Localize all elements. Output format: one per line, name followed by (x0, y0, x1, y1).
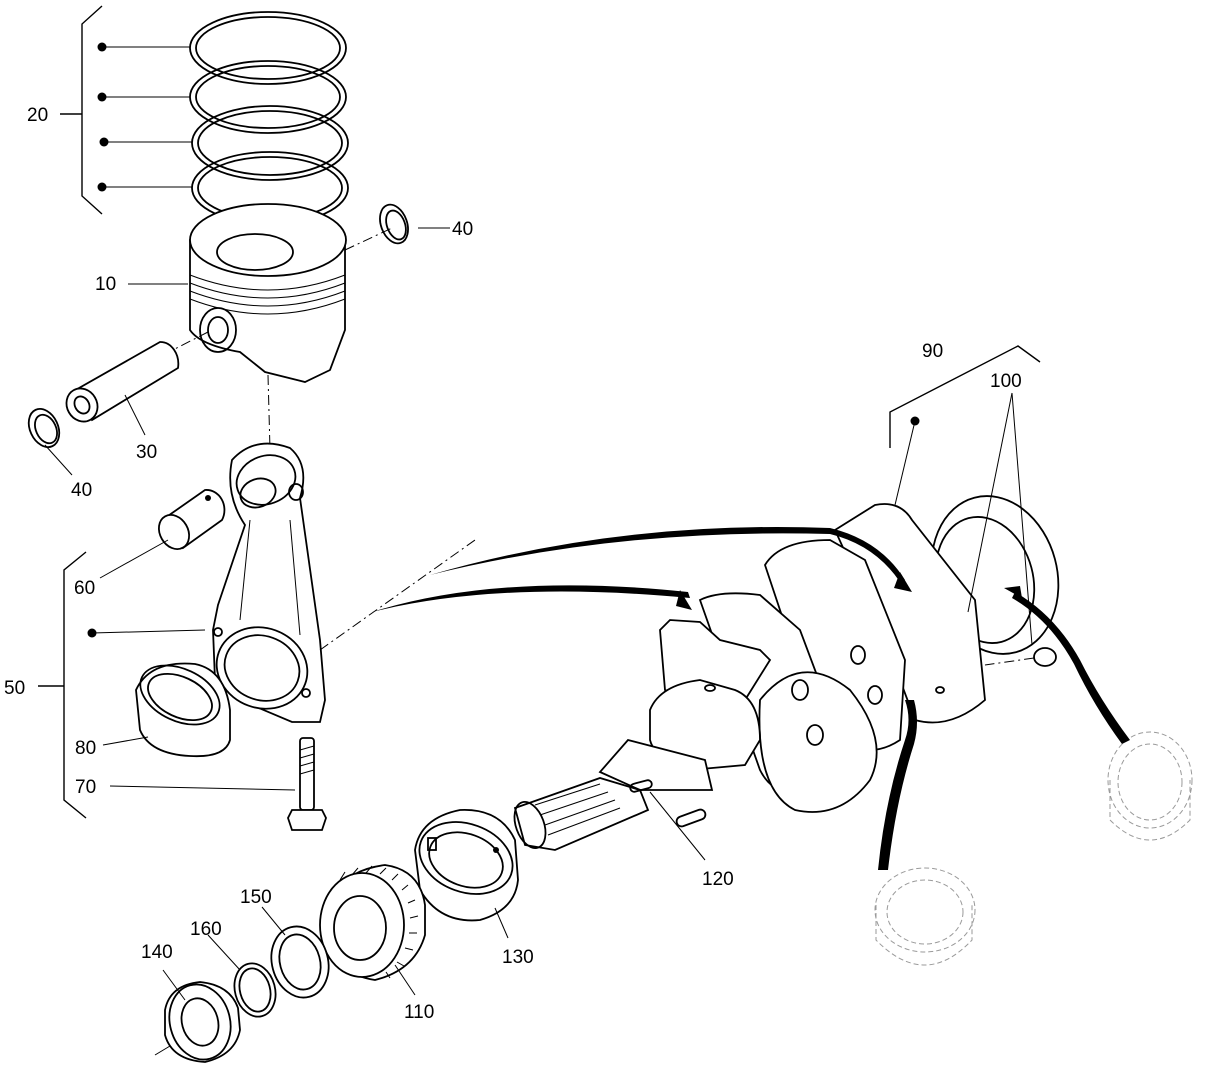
leader-lines (44, 227, 706, 1001)
callout-10: 10 (95, 274, 116, 295)
ghost-bearing-right (1107, 731, 1193, 841)
piston-rings (189, 11, 349, 225)
key (675, 808, 707, 828)
callout-100: 100 (990, 371, 1022, 392)
callout-60: 60 (74, 578, 95, 599)
callout-130: 130 (502, 947, 534, 968)
crank-gear (319, 864, 426, 981)
small-end-bush (158, 489, 226, 550)
thrust-washer (270, 925, 330, 999)
rod-bracket (38, 551, 206, 819)
callout-140: 140 (141, 942, 173, 963)
callout-labels: 20 10 40 30 40 60 50 80 70 90 100 120 13… (4, 105, 1022, 1023)
callout-110: 110 (404, 1002, 434, 1023)
crankshaft (513, 495, 1060, 851)
callout-80: 80 (75, 738, 96, 759)
rings-bracket (60, 5, 192, 215)
callout-160: 160 (190, 919, 222, 940)
circlip-right (379, 203, 409, 245)
callout-40: 40 (452, 219, 473, 240)
plug (984, 647, 1057, 667)
connecting-rod (212, 442, 326, 723)
rod-bolt (287, 737, 327, 831)
callout-120: 120 (702, 869, 734, 890)
callout-50: 50 (4, 678, 25, 699)
callout-20: 20 (27, 105, 48, 126)
o-ring (233, 962, 277, 1018)
callout-40: 40 (71, 480, 92, 501)
ghost-bearing-bottom (874, 867, 976, 966)
callout-70: 70 (75, 777, 96, 798)
callout-150: 150 (240, 887, 272, 908)
assembly-arrows (372, 526, 1130, 870)
piston (189, 203, 347, 383)
crank-bracket (889, 345, 1041, 506)
big-end-bearing (135, 662, 231, 758)
callout-90: 90 (922, 341, 943, 362)
spacer-ring (164, 981, 241, 1063)
callout-30: 30 (136, 442, 157, 463)
piston-pin (65, 341, 180, 423)
circlip-left (27, 408, 61, 448)
front-main-bearing (414, 809, 519, 922)
